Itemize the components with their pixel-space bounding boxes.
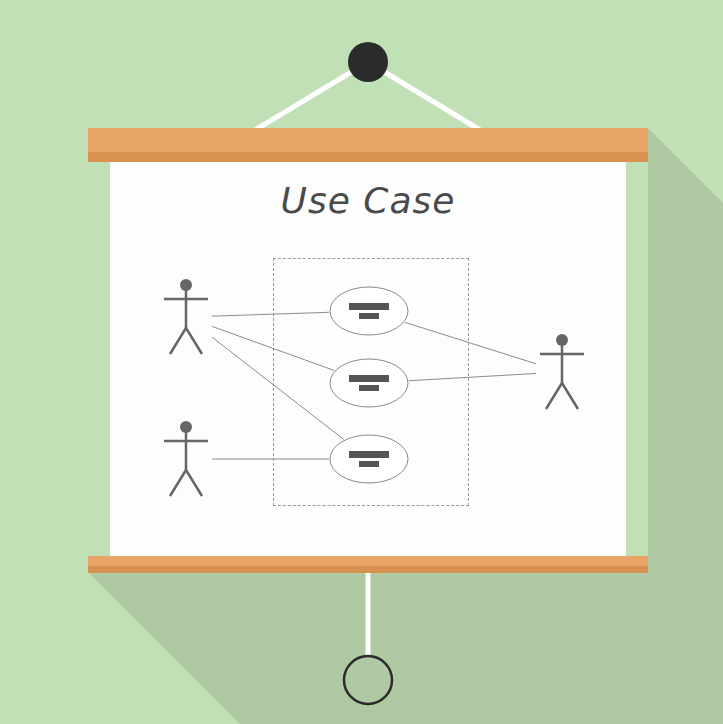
actor-figure: [160, 278, 212, 356]
placeholder-bar: [359, 313, 379, 319]
shadow: [88, 128, 723, 724]
use-case-ellipse: [329, 286, 409, 336]
association-line: [212, 459, 329, 460]
ellipse-outline: [329, 286, 409, 336]
pull-cord: [366, 572, 371, 656]
use-case-shape: [330, 435, 408, 483]
use-case-shape: [330, 359, 408, 407]
actor-head: [180, 421, 192, 433]
pull-ring: [344, 656, 392, 704]
top-bar: [88, 128, 648, 162]
actor-legs: [546, 383, 578, 409]
use-case-shape: [330, 287, 408, 335]
actor-head: [180, 279, 192, 291]
use-case-ellipse: [329, 358, 409, 408]
actor-outline: [160, 278, 212, 356]
system-boundary: [273, 258, 469, 506]
actor-head: [556, 334, 568, 346]
actor-arms: [164, 440, 208, 443]
ellipse-outline: [329, 358, 409, 408]
actor-figure: [536, 333, 588, 411]
use-case-ellipse: [329, 434, 409, 484]
actor-body: [561, 345, 564, 383]
placeholder-bar: [359, 385, 379, 391]
title: Use Case: [110, 180, 626, 221]
actor-body: [185, 290, 188, 328]
association-line: [409, 373, 536, 380]
ellipse-outline: [329, 434, 409, 484]
placeholder-bar: [359, 461, 379, 467]
actor-arms: [540, 353, 584, 356]
association-line: [405, 322, 536, 364]
actor-legs: [170, 328, 202, 354]
actor-figure: [160, 420, 212, 498]
bottom-bar-shade: [88, 566, 648, 573]
screen: [110, 158, 626, 560]
actor-legs: [170, 470, 202, 496]
actor-outline: [160, 420, 212, 498]
placeholder-bar: [349, 451, 389, 458]
association-line: [212, 312, 329, 316]
hanging-pin: [348, 42, 388, 82]
bottom-bar: [88, 556, 648, 573]
top-bar-shade: [88, 152, 648, 162]
association-line: [212, 337, 344, 439]
actor-outline: [536, 333, 588, 411]
actor-arms: [164, 298, 208, 301]
placeholder-bar: [349, 303, 389, 310]
placeholder-bar: [349, 375, 389, 382]
actor-body: [185, 432, 188, 470]
